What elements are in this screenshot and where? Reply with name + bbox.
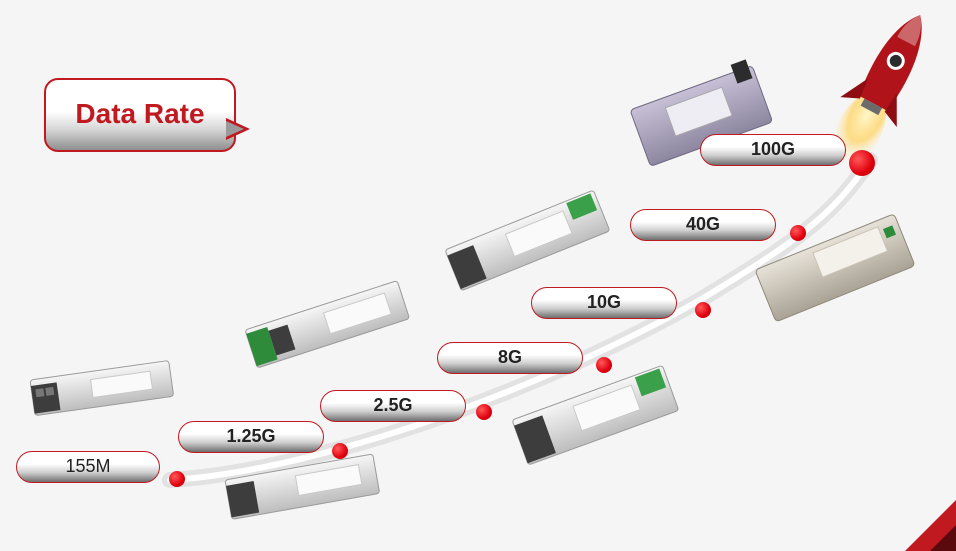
- rate-label-40g: 40G: [630, 209, 776, 241]
- title-callout-tail-inner: [226, 121, 244, 137]
- title-callout: Data Rate: [44, 78, 236, 152]
- qsfp-40g-module: [755, 214, 915, 322]
- milestone-dot-2-5g: [476, 404, 492, 420]
- milestone-dot-1-25g: [332, 443, 348, 459]
- cfp-100g-module: [630, 59, 773, 166]
- sfp-plus-10g-module: [512, 365, 679, 465]
- rate-label-10g: 10G: [531, 287, 677, 319]
- page-title: Data Rate: [75, 98, 205, 129]
- sfp-155m-module: [29, 360, 174, 416]
- milestone-dot-100g: [849, 150, 875, 176]
- rate-label-8g: 8G: [437, 342, 583, 374]
- rate-label-1-25g: 1.25G: [178, 421, 324, 453]
- rate-label-2-5g: 2.5G: [320, 390, 466, 422]
- milestone-dot-8g: [596, 357, 612, 373]
- sfp-1g-module: [245, 280, 410, 368]
- sfp-2.5g-module: [224, 453, 380, 520]
- rate-label-100g: 100G: [700, 134, 846, 166]
- rate-label-155m: 155M: [16, 451, 160, 483]
- milestone-dot-40g: [790, 225, 806, 241]
- milestone-dot-10g: [695, 302, 711, 318]
- milestone-dot-155m: [169, 471, 185, 487]
- sfp-8g-module: [445, 190, 610, 291]
